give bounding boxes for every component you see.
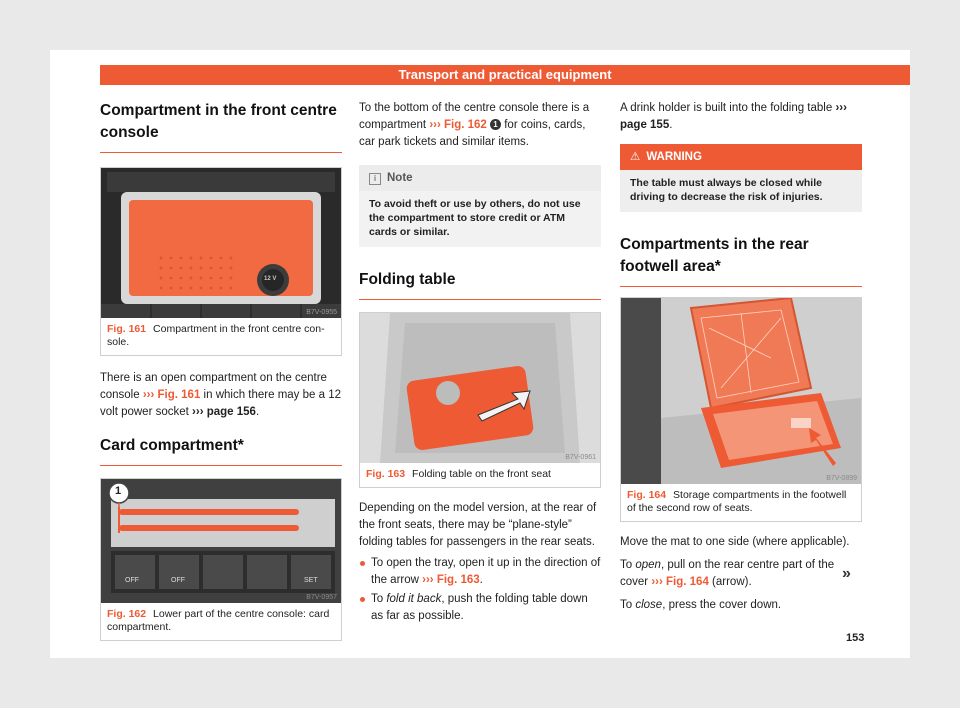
fig-163-code: B7V-0961 [565,454,596,461]
centre-console-illustration [101,168,341,318]
fig-164-caption-block: Fig. 164 Storage compartments in the foo… [621,484,861,521]
fig-163-caption: Folding table on the front seat [412,468,551,480]
note-body: To avoid theft or use by others, do not … [359,191,601,247]
fig-161-code: B7V-0955 [306,309,337,316]
section-heading-front-console: Compartment in the front centre console [100,100,342,153]
note-icon: i [369,173,381,185]
paragraph-close-cover: To close, press the cover down. [620,597,862,614]
paragraph-folding-table: Depending on the model version, at the r… [359,502,597,548]
fig-162-caption: Lower part of the centre console: card c… [107,608,330,633]
text: To [620,599,636,611]
fig-164-code: B7V-0899 [826,475,857,482]
fig-163-number: Fig. 163 [366,468,406,480]
link-page-155[interactable]: ››› page 155 [620,102,847,131]
fig-161-caption-block: Fig. 161 Compartment in the front centre… [101,318,341,355]
text: There is an open compartment on the cent… [100,372,327,401]
fig-162-code: B7V-0957 [306,594,337,601]
warning-body: The table must always be closed while dr… [620,170,862,212]
text: . [479,574,483,586]
fig-162-number: Fig. 162 [107,608,147,620]
note-header: i Note [359,165,601,191]
warning-header: ⚠ WARNING [620,144,862,170]
text: To [371,593,387,605]
link-fig-163[interactable]: ››› Fig. 163 [422,574,480,586]
text: To open the tray, open it up in the dire… [371,557,601,586]
emphasis: fold it back [386,593,442,605]
link-fig-161[interactable]: ››› Fig. 161 [142,389,201,401]
fig-164-image: B7V-0899 [621,298,861,484]
link-page-156[interactable]: ››› page 156 [192,406,256,418]
paragraph-drink-holder: A drink holder is built into the folding… [620,100,862,134]
text: A drink holder is built into the folding… [620,102,836,114]
fig-162-caption-block: Fig. 162 Lower part of the centre consol… [101,603,341,640]
header-bar: Transport and practical equipment [100,65,910,85]
fig-162-image: 1 OFF OFF SET B7V-0957 [101,479,341,603]
callout-badge-1: 1 [490,119,502,130]
column-1: Compartment in the front centre console [100,100,342,641]
text: for coins, cards, car park tickets and s… [359,119,586,148]
figure-162: 1 OFF OFF SET B7V-0957 Fig. 162 Lower pa… [100,478,342,641]
text: , press the cover down. [662,599,782,611]
page-number: 153 [846,632,865,644]
button-off-2: OFF [171,577,185,584]
paragraph-card-compartment: To the bottom of the centre console ther… [359,100,601,151]
paragraph-move-mat: Move the mat to one side (where applicab… [620,536,850,548]
note-box: i Note To avoid theft or use by others, d… [359,165,601,247]
text: (arrow). [708,576,752,588]
text: . [669,119,673,131]
text: in which there may be a 12 volt power so… [100,389,341,418]
link-fig-162[interactable]: ››› Fig. 162 [429,119,487,131]
continue-marker: » [842,565,851,582]
fig-164-number: Fig. 164 [627,489,667,501]
section-heading-card-compartment: Card compartment* [100,435,342,466]
card-compartment-illustration [101,479,341,603]
text: To the bottom of the centre console ther… [359,102,590,131]
column-2: To the bottom of the centre console ther… [359,100,601,625]
column-3: A drink holder is built into the folding… [620,100,862,614]
header-title: Transport and practical equipment [398,67,612,82]
fig-163-caption-block: Fig. 163 Folding table on the front seat [360,463,600,487]
fig-161-caption: Compartment in the front centre con- sol… [107,323,325,348]
emphasis: close [635,599,663,611]
warning-icon: ⚠ [630,151,641,163]
emphasis: open [635,559,661,571]
figure-161: 12 V B7V-0955 Fig. 161 Compartment in th… [100,167,342,356]
fig-164-caption: Storage compartments in the footwell of … [627,489,847,514]
section-heading-folding-table: Folding table [359,269,601,300]
paragraph-front-console: There is an open compartment on the cent… [100,370,342,421]
fig-161-image: 12 V B7V-0955 [101,168,341,318]
paragraph-open-cover: To open, pull on the rear centre part of… [620,557,862,591]
warning-title: WARNING [646,151,702,163]
text: . [255,406,260,418]
bullet-fold-back: To fold it back, push the folding table … [359,591,601,625]
note-title: Note [387,172,413,184]
fig-163-image: B7V-0961 [360,313,600,463]
text: To [620,559,636,571]
text: , push the folding table down as far as … [371,593,588,622]
callout-1: 1 [115,485,122,497]
text: , pull on the rear centre part of the co… [620,559,835,588]
bullet-open-tray: To open the tray, open it up in the dire… [359,555,601,589]
section-heading-rear-footwell: Compartments in the rear footwell area* [620,234,862,287]
button-off-1: OFF [125,577,139,584]
socket-label: 12 V [264,276,277,282]
figure-164: B7V-0899 Fig. 164 Storage compartments i… [620,297,862,522]
warning-box: ⚠ WARNING The table must always be closed… [620,144,862,212]
button-set: SET [304,577,318,584]
rear-footwell-illustration [621,298,861,484]
fig-161-number: Fig. 161 [107,323,147,335]
figure-163: B7V-0961 Fig. 163 Folding table on the f… [359,312,601,488]
link-fig-164[interactable]: ››› Fig. 164 [651,576,709,588]
folding-table-illustration [360,313,600,463]
